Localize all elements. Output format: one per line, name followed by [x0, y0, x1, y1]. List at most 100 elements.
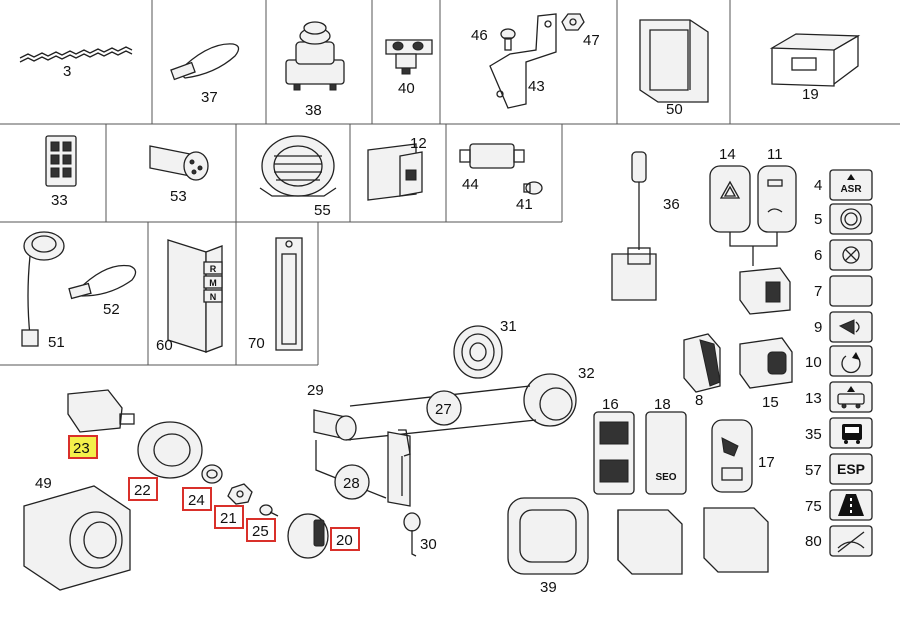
label-50[interactable]: 50	[666, 101, 683, 118]
label-r4[interactable]: 4	[814, 177, 822, 194]
part-25-screw	[259, 504, 279, 517]
part-55-speaker	[259, 135, 337, 197]
label-29[interactable]: 29	[307, 382, 324, 399]
part-49-switch-housing	[23, 485, 131, 591]
part-24-washer	[201, 464, 223, 484]
part-19-cover	[769, 33, 861, 87]
label-31[interactable]: 31	[500, 318, 517, 335]
highlight-25	[246, 518, 276, 542]
label-38[interactable]: 38	[305, 102, 322, 119]
label-25[interactable]: 25	[252, 523, 269, 540]
part-53-plug	[149, 145, 209, 181]
traction-off-icon	[837, 531, 865, 553]
label-20[interactable]: 20	[336, 532, 353, 549]
label-53[interactable]: 53	[170, 188, 187, 205]
bus-icon	[842, 424, 862, 444]
label-8[interactable]: 8	[695, 392, 703, 409]
label-22[interactable]: 22	[134, 482, 151, 499]
part-8-switch	[683, 333, 721, 393]
tile-4	[829, 169, 873, 201]
label-40[interactable]: 40	[398, 80, 415, 97]
label-23[interactable]: 23	[73, 440, 90, 457]
part-31-cylinder	[453, 325, 503, 379]
part-23-ignition-switch	[67, 389, 135, 433]
label-33[interactable]: 33	[51, 192, 68, 209]
label-17[interactable]: 17	[758, 454, 775, 471]
label-14[interactable]: 14	[719, 146, 736, 163]
label-24[interactable]: 24	[188, 492, 205, 509]
label-r7[interactable]: 7	[814, 283, 822, 300]
label-47[interactable]: 47	[583, 32, 600, 49]
part-43-bracket	[489, 13, 557, 109]
part-17-switch	[711, 419, 753, 493]
label-r80[interactable]: 80	[805, 533, 822, 550]
label-36[interactable]: 36	[663, 196, 680, 213]
label-3[interactable]: 3	[63, 63, 71, 80]
label-15[interactable]: 15	[762, 394, 779, 411]
label-43[interactable]: 43	[528, 78, 545, 95]
part-44-lamp-holder	[459, 143, 525, 169]
label-16[interactable]: 16	[602, 396, 619, 413]
label-11[interactable]: 11	[767, 146, 783, 163]
p60-n-label: N	[210, 292, 217, 302]
part-11-cap	[757, 165, 797, 233]
label-30[interactable]: 30	[420, 536, 437, 553]
vehicle-icon	[837, 386, 865, 409]
label-27[interactable]: 27	[435, 401, 452, 418]
callout-28-circle	[334, 464, 370, 500]
part-47-nut	[561, 13, 585, 31]
part-46-screw	[500, 28, 516, 51]
horn-icon	[838, 319, 860, 335]
highlight-21	[214, 505, 244, 529]
label-r9[interactable]: 9	[814, 319, 822, 336]
label-32[interactable]: 32	[578, 365, 595, 382]
label-39[interactable]: 39	[540, 579, 557, 596]
label-r75[interactable]: 75	[805, 498, 822, 515]
highlight-20	[330, 527, 360, 551]
label-49[interactable]: 49	[35, 475, 52, 492]
label-55[interactable]: 55	[314, 202, 331, 219]
label-r10[interactable]: 10	[805, 354, 822, 371]
label-r13[interactable]: 13	[805, 390, 822, 407]
label-21[interactable]: 21	[220, 510, 237, 527]
highlight-23	[68, 435, 98, 459]
label-60[interactable]: 60	[156, 337, 173, 354]
label-18[interactable]: 18	[654, 396, 671, 413]
part-14-hazard-cap	[709, 165, 751, 233]
label-r57[interactable]: 57	[805, 462, 822, 479]
label-52[interactable]: 52	[103, 301, 120, 318]
rocker-body-lower-right	[703, 507, 769, 573]
label-70[interactable]: 70	[248, 335, 265, 352]
label-r5[interactable]: 5	[814, 211, 822, 228]
lane-icon	[838, 494, 864, 516]
asr-icon: ASR	[840, 174, 862, 195]
label-r6[interactable]: 6	[814, 247, 822, 264]
part-38-push-switch	[285, 21, 345, 91]
part-70-panel	[275, 237, 303, 351]
label-28[interactable]: 28	[343, 475, 360, 492]
tile-5	[829, 203, 873, 235]
part-32-cylinder	[523, 373, 577, 427]
label-46[interactable]: 46	[471, 27, 488, 44]
part-3-strip	[19, 46, 133, 63]
part-51-sensor	[21, 231, 65, 347]
part-39-cover	[507, 497, 589, 575]
crossed-circle-icon	[842, 246, 860, 264]
part-labels: 3 37 38 40 46 47 43 50 19 33 53 55 12 44…	[35, 27, 822, 596]
label-41[interactable]: 41	[516, 196, 533, 213]
label-37[interactable]: 37	[201, 89, 218, 106]
p60-r-label: R	[210, 264, 217, 274]
part-40-connector	[385, 39, 433, 75]
callout-27-circle	[426, 390, 462, 426]
label-r35[interactable]: 35	[805, 426, 822, 443]
label-44[interactable]: 44	[462, 176, 479, 193]
p60-m-label: M	[209, 278, 217, 288]
label-19[interactable]: 19	[802, 86, 819, 103]
part-52-cable-tie	[68, 264, 137, 300]
label-51[interactable]: 51	[48, 334, 65, 351]
part-12-rocker-switch	[367, 143, 423, 201]
part-16-switch	[593, 411, 635, 495]
grid-lines	[0, 0, 900, 366]
asr-label: ASR	[840, 184, 862, 195]
label-12[interactable]: 12	[410, 135, 427, 152]
